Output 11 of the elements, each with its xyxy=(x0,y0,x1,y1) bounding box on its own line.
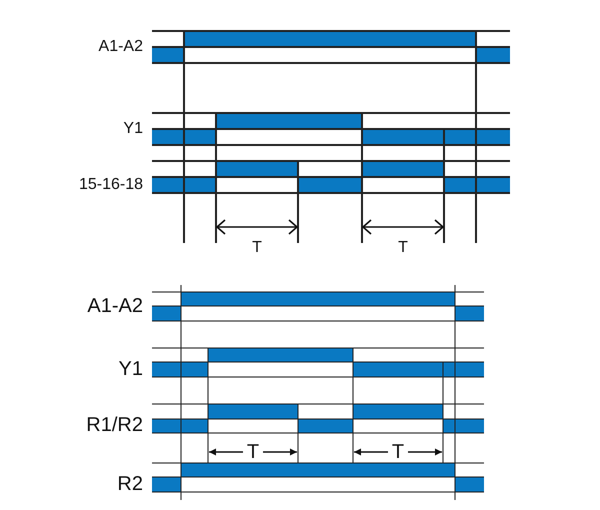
signal-label: A1-A2 xyxy=(98,37,143,57)
signal-label: 15-16-18 xyxy=(78,175,143,195)
signal-label: Y1 xyxy=(118,357,143,381)
signal-label: R2 xyxy=(117,472,143,496)
signal-label: A1-A2 xyxy=(87,294,143,318)
time-label: T xyxy=(392,440,404,464)
signal-label: Y1 xyxy=(123,119,143,139)
time-label: T xyxy=(246,440,260,464)
signal-label: R1/R2 xyxy=(86,413,143,437)
time-label: T xyxy=(398,238,408,258)
time-label: T xyxy=(252,238,262,258)
